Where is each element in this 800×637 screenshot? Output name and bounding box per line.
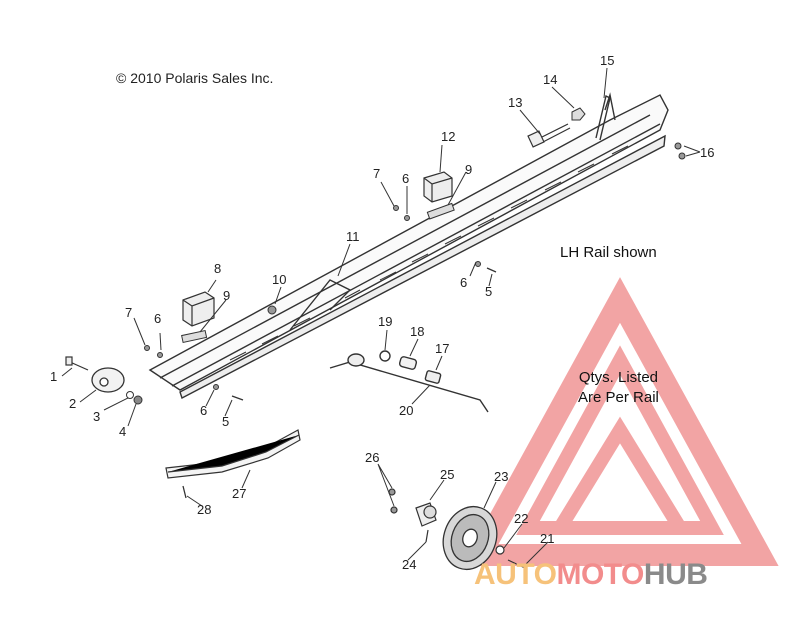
- callout-5a: 5: [222, 414, 230, 429]
- screw-28: [182, 485, 187, 499]
- washer-3: [126, 391, 143, 405]
- leader-lines: [61, 67, 701, 567]
- wear-strip-27: [165, 429, 301, 479]
- front-tip: [91, 367, 125, 393]
- copyright-text: © 2010 Polaris Sales Inc.: [116, 70, 274, 86]
- callout-23: 23: [494, 469, 509, 484]
- callout-20: 20: [399, 403, 414, 418]
- callout-6a: 6: [154, 311, 162, 326]
- watermark-text: AUTOMOTOHUB: [474, 558, 708, 592]
- callout-2: 2: [69, 396, 77, 411]
- callout-25: 25: [440, 467, 455, 482]
- callout-27: 27: [232, 486, 247, 501]
- wheel-hardware: [388, 488, 526, 569]
- callout-21: 21: [540, 531, 555, 546]
- bolt-1: [65, 356, 89, 371]
- callout-24: 24: [402, 557, 417, 572]
- block-8: [182, 291, 215, 327]
- callout-16: 16: [700, 145, 715, 160]
- callout-6b: 6: [200, 403, 208, 418]
- small-hardware: [144, 142, 686, 390]
- bolt-13: [527, 123, 571, 148]
- callout-12: 12: [441, 129, 456, 144]
- callout-7b: 7: [373, 166, 381, 181]
- callout-9a: 9: [223, 288, 231, 303]
- watermark-logo: [461, 277, 779, 566]
- callout-8: 8: [214, 261, 222, 276]
- pin-9b: [426, 202, 455, 220]
- callout-1: 1: [50, 369, 58, 384]
- qty-note: Qtys. Listed Are Per Rail: [578, 368, 659, 408]
- watermark-part1: AUTO: [474, 558, 557, 591]
- callout-22: 22: [514, 511, 529, 526]
- pin-9a: [181, 329, 208, 344]
- watermark-part2: MOTO: [556, 558, 644, 591]
- callout-5b: 5: [485, 284, 493, 299]
- watermark-part3: HUB: [643, 558, 708, 591]
- callout-6d: 6: [460, 275, 468, 290]
- callout-7a: 7: [125, 305, 133, 320]
- slide-rail: [148, 92, 669, 400]
- callout-11: 11: [346, 229, 360, 244]
- callout-6c: 6: [402, 171, 410, 186]
- callout-17: 17: [435, 341, 450, 356]
- bolts-5: [231, 267, 497, 401]
- block-12: [423, 171, 453, 203]
- callout-15: 15: [600, 53, 615, 68]
- idler-wheel-23: [442, 505, 498, 571]
- callout-13: 13: [508, 95, 523, 110]
- torsion-arm: [329, 350, 489, 413]
- callout-14: 14: [543, 72, 558, 87]
- callout-9b: 9: [465, 162, 473, 177]
- callout-26: 26: [365, 450, 380, 465]
- qty-note-line1: Qtys. Listed: [578, 369, 659, 386]
- callout-28: 28: [197, 502, 212, 517]
- callout-18: 18: [410, 324, 425, 339]
- wheel-hub-25: [415, 502, 437, 527]
- callout-3: 3: [93, 409, 101, 424]
- callout-10: 10: [272, 272, 287, 287]
- nut-14: [571, 107, 586, 121]
- lh-rail-note: LH Rail shown: [560, 244, 657, 261]
- qty-note-line2: Are Per Rail: [578, 389, 659, 406]
- callout-4: 4: [119, 424, 127, 439]
- rail-slots: [229, 145, 629, 361]
- callout-19: 19: [378, 314, 393, 329]
